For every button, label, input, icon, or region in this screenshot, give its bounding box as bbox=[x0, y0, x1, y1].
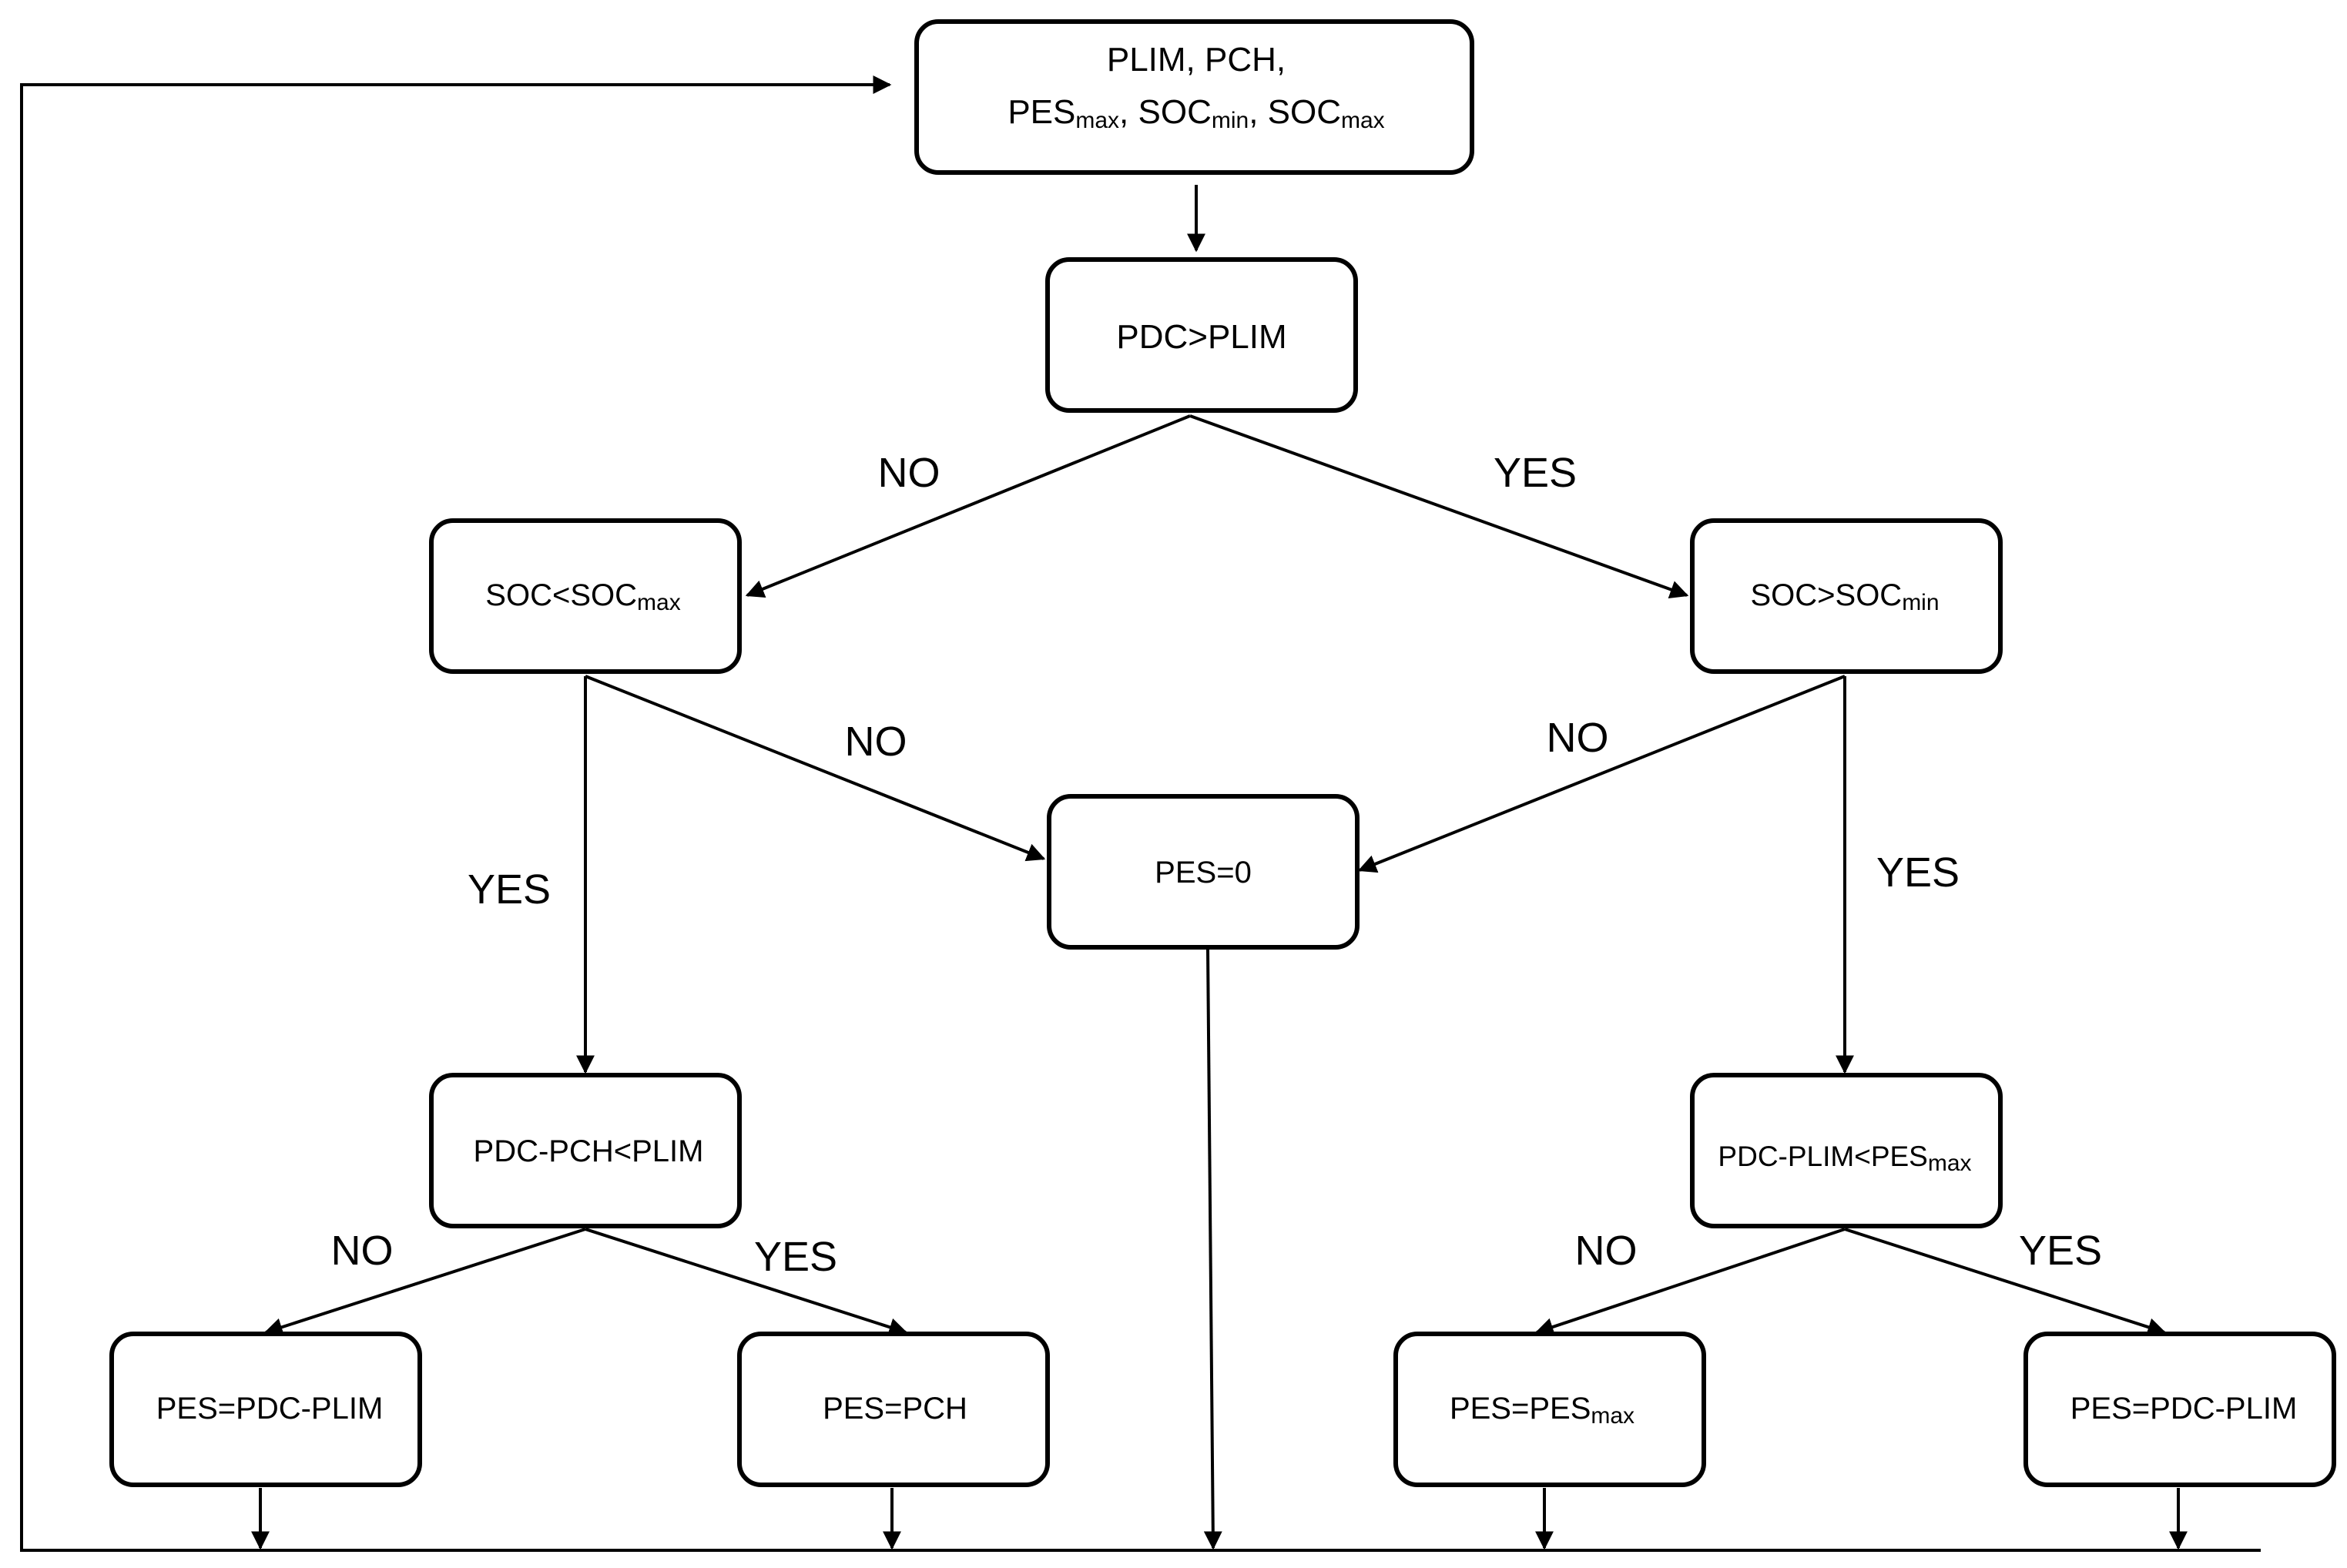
node-pes-zero: PES=0 bbox=[1047, 794, 1360, 950]
node-pdc-gt-plim-label: PDC>PLIM bbox=[1116, 318, 1286, 356]
edge-soc-gt-socmin-no bbox=[1357, 675, 1846, 873]
node-pdc-plim-lt-pesmax: PDC-PLIM<PESmax bbox=[1690, 1073, 2003, 1228]
node-soc-gt-socmin-label: SOC>SOCmin bbox=[1750, 578, 1939, 615]
edge-label-yes-bottom-right: YES bbox=[2019, 1228, 2102, 1274]
edge-label-yes-bottom-left: YES bbox=[754, 1234, 837, 1280]
edge-label-yes-top: YES bbox=[1494, 450, 1577, 496]
node-start-line1: PLIM, PCH, bbox=[1107, 41, 1286, 79]
edge-soc-lt-socmax-no bbox=[585, 675, 1046, 862]
edge-pdc-pch-lt-plim-yes bbox=[585, 1228, 908, 1336]
edge-feedback-loop bbox=[20, 75, 2261, 1552]
edge-label-yes-mid-left: YES bbox=[468, 866, 551, 913]
node-pdc-pch-lt-plim-label: PDC-PCH<PLIM bbox=[474, 1134, 704, 1168]
edge-pdc-plim-lt-pesmax-no bbox=[1534, 1228, 1846, 1336]
edge-label-no-mid-left: NO bbox=[845, 719, 907, 765]
node-pes-pch-label: PES=PCH bbox=[823, 1392, 967, 1426]
node-start: PLIM, PCH, PESmax, SOCmin, SOCmax bbox=[914, 19, 1474, 175]
node-start-line2: PESmax, SOCmin, SOCmax bbox=[1008, 93, 1384, 133]
edge-labels: NO YES NO YES NO YES NO YES NO YES bbox=[331, 450, 2103, 1280]
node-pdc-pch-lt-plim: PDC-PCH<PLIM bbox=[429, 1073, 742, 1228]
node-pes-zero-label: PES=0 bbox=[1155, 856, 1252, 890]
edge-label-no-top: NO bbox=[878, 450, 940, 496]
node-pes-pdc-plim-left: PES=PDC-PLIM bbox=[109, 1332, 422, 1487]
node-soc-lt-socmax: SOC<SOCmax bbox=[429, 518, 742, 674]
edge-label-no-mid-right: NO bbox=[1547, 715, 1609, 761]
node-pes-pdc-plim-right-label: PES=PDC-PLIM bbox=[2070, 1392, 2298, 1426]
edge-label-no-bottom-right: NO bbox=[1575, 1228, 1638, 1274]
node-pdc-plim-lt-pesmax-label: PDC-PLIM<PESmax bbox=[1718, 1141, 1971, 1176]
node-soc-lt-socmax-label: SOC<SOCmax bbox=[485, 578, 680, 615]
edge-pes-zero-to-bus bbox=[1203, 948, 1222, 1550]
node-pdc-gt-plim: PDC>PLIM bbox=[1045, 257, 1358, 413]
edge-pdc-plim-lt-pesmax-yes bbox=[1844, 1228, 2167, 1336]
node-pes-pdc-plim-right: PES=PDC-PLIM bbox=[2023, 1332, 2336, 1487]
edge-label-no-bottom-left: NO bbox=[331, 1228, 394, 1274]
node-soc-gt-socmin: SOC>SOCmin bbox=[1690, 518, 2003, 674]
edge-label-yes-mid-right: YES bbox=[1876, 849, 1960, 896]
node-pes-pdc-plim-left-label: PES=PDC-PLIM bbox=[156, 1392, 384, 1426]
node-pes-pesmax: PES=PESmax bbox=[1393, 1332, 1706, 1487]
edge-pdc-gt-plim-no bbox=[745, 414, 1191, 598]
node-pes-pch: PES=PCH bbox=[737, 1332, 1050, 1487]
edge-pdc-pch-lt-plim-no bbox=[263, 1228, 586, 1336]
edges bbox=[20, 75, 2261, 1552]
edge-pdc-gt-plim-yes bbox=[1189, 414, 1689, 598]
node-pes-pesmax-label: PES=PESmax bbox=[1450, 1392, 1635, 1429]
